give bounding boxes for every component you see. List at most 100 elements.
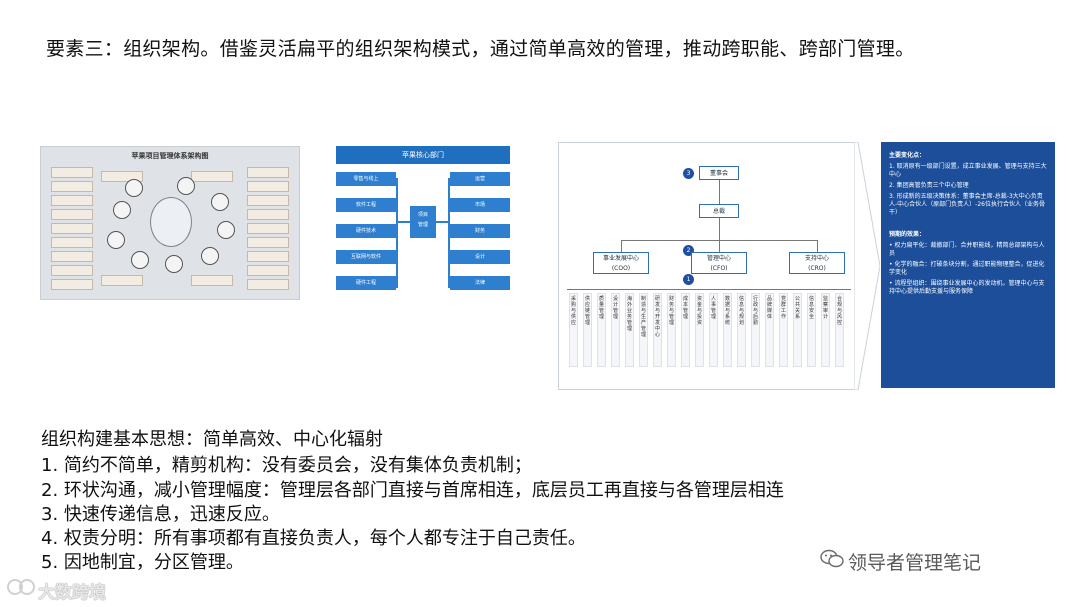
page-heading: 要素三：组织架构。借鉴灵活扁平的组织架构模式，通过简单高效的管理，推动跨职能、跨…: [46, 38, 915, 60]
connector-line: [448, 178, 450, 288]
figure2-title: 苹果核心部门: [336, 146, 510, 164]
dept-box: 软件工程: [336, 198, 396, 212]
person-icon: [107, 231, 125, 249]
org-node: [247, 237, 289, 248]
level-number: 3: [683, 168, 694, 179]
project-management-box: 项目 管理: [410, 206, 436, 238]
figure-apple-project-org-map: 苹果项目管理体系架构图: [40, 146, 300, 300]
dept-box: 市场: [450, 198, 510, 212]
org-node: [247, 195, 289, 206]
project-management-line: 项目: [417, 212, 428, 218]
watermark-left: 大数跨境: [38, 583, 106, 603]
dept-box: 硬件技术: [336, 224, 396, 238]
connector-line: [436, 221, 450, 223]
org-node: [191, 171, 233, 182]
body-item: 5. 因地制宜，分区管理。: [41, 552, 244, 573]
person-icon: [217, 221, 235, 239]
center-sub: (COO): [611, 265, 631, 272]
figure-apple-core-departments: 苹果核心部门 零售与线上 软件工程 硬件技术 互联网与软件 硬件工程 项目 管理…: [336, 146, 510, 298]
org-node: [51, 195, 93, 206]
connector-line: [621, 240, 622, 252]
summary-section-title: 预期的效果：: [889, 231, 926, 238]
org-node: [51, 237, 93, 248]
department-column: 数据与系统: [723, 293, 732, 367]
person-icon: [177, 177, 195, 195]
dept-box: 零售与线上: [336, 172, 396, 186]
dept-box: 财务: [450, 224, 510, 238]
connector-line: [396, 178, 398, 288]
logo-icon: [7, 579, 35, 595]
summary-panel: 主要变化点： 1. 取消原有一级部门设置，成立事业发展、管理与支持三大中心 2.…: [881, 142, 1055, 388]
department-column: 公共关系: [793, 293, 802, 367]
project-management-line: 管理: [417, 222, 428, 228]
department-column: 信息与规划: [737, 293, 746, 367]
dept-box: 运营: [450, 172, 510, 186]
summary-item: • 流程型组织：围绕事业发展中心的发动机，管理中心与支持中心提供后勤支援与服务保…: [889, 280, 1045, 295]
org-node: [51, 279, 93, 290]
center-box-cro: 支持中心 (CRO): [789, 252, 845, 274]
department-column: 人事管理: [709, 293, 718, 367]
summary-item: • 权力扁平化：裁撤部门、合并职能线，精简总部架构与人员: [889, 242, 1045, 257]
org-node: [247, 279, 289, 290]
department-column: 品牌媒体: [765, 293, 774, 367]
connector-line: [719, 218, 720, 240]
center-box-cfo: 管理中心 (CFO): [691, 252, 747, 274]
connector-line: [719, 180, 720, 204]
org-node: [247, 181, 289, 192]
org-node: [51, 209, 93, 220]
level-number: 2: [683, 245, 694, 256]
person-icon: [201, 247, 219, 265]
figure-new-org-chart: 3 董事会 总裁 2 事业发展中心 (COO) 管理中心 (CFO) 支持中心 …: [558, 142, 856, 390]
person-icon: [113, 201, 131, 219]
department-column: 设计管理: [611, 293, 620, 367]
dept-box: 法律: [450, 276, 510, 290]
person-icon: [211, 193, 229, 211]
wechat-icon: [820, 549, 844, 568]
department-column: 信息安全: [807, 293, 816, 367]
center-sub: (CFO): [710, 265, 728, 272]
center-label: 管理中心: [706, 255, 731, 262]
org-node: [247, 223, 289, 234]
org-node: [101, 275, 143, 286]
person-icon: [165, 255, 183, 273]
level-number: 1: [683, 274, 694, 285]
connector-line: [719, 240, 720, 252]
department-column: 合规与风控: [835, 293, 844, 367]
summary-item: 2. 集团高管负责三个中心管理: [889, 182, 969, 189]
center-sub: (CRO): [808, 265, 826, 272]
summary-section-title: 主要变化点：: [889, 152, 926, 159]
dept-box: 硬件工程: [336, 276, 396, 290]
department-column: 财务与管理: [667, 293, 676, 367]
department-column: 海外业务管理: [625, 293, 634, 367]
center-portrait: [150, 197, 192, 247]
connector-line: [396, 221, 410, 223]
summary-item: 1. 取消原有一级部门设置，成立事业发展、管理与支持三大中心: [889, 163, 1047, 178]
board-box: 董事会: [699, 166, 739, 180]
department-column: 成本管理: [681, 293, 690, 367]
connector-line: [817, 240, 818, 252]
body-item: 3. 快速传递信息，迅速反应。: [41, 504, 280, 525]
org-node: [191, 275, 233, 286]
org-node: [51, 167, 93, 178]
org-node: [247, 209, 289, 220]
org-node: [51, 265, 93, 276]
org-node: [101, 171, 143, 182]
arrow-shape: [854, 142, 880, 390]
body-item: 1. 简约不简单，精剪机构：没有委员会，没有集体负责机制；: [41, 455, 532, 476]
org-node: [51, 181, 93, 192]
dept-box: 互联网与软件: [336, 250, 396, 264]
center-label: 支持中心: [804, 255, 829, 262]
person-icon: [125, 179, 143, 197]
org-node: [51, 251, 93, 262]
body-item: 2. 环状沟通，减小管理幅度：管理层各部门直接与首席相连，底层员工再直接与各管理…: [41, 480, 784, 501]
dept-box: 设计: [450, 250, 510, 264]
connector-line: [567, 289, 851, 290]
department-column: 质量管理: [597, 293, 606, 367]
org-node: [247, 251, 289, 262]
department-column: 资金与投资: [695, 293, 704, 367]
summary-item: 3. 形成新的五级决策体系：董事会主席-总裁-3大中心负责人-中心合伙人（原部门…: [889, 193, 1045, 216]
center-label: 事业发展中心: [602, 255, 639, 262]
department-column: 行政与后勤: [751, 293, 760, 367]
body-title: 组织构建基本思想：简单高效、中心化辐射: [41, 429, 383, 450]
department-column: 供应链管理: [583, 293, 592, 367]
